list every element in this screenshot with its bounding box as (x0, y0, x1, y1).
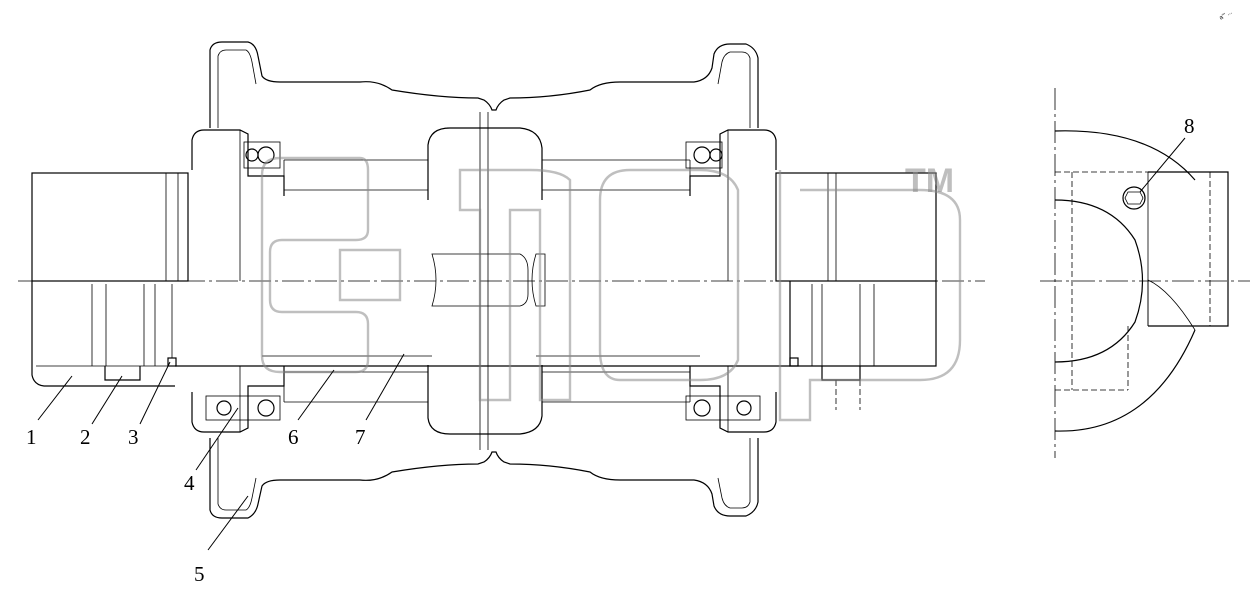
callout-labels: 1 2 3 4 5 6 7 8 (26, 114, 1195, 586)
callout-8: 8 (1184, 114, 1195, 138)
callout-4: 4 (184, 471, 195, 495)
main-section-view (18, 41, 985, 519)
watermark-trademark: TM (905, 162, 954, 200)
callout-leaders (37, 137, 1186, 551)
callout-7: 7 (355, 425, 366, 449)
shaft (175, 253, 790, 367)
callout-2: 2 (80, 425, 91, 449)
roller-body (209, 41, 759, 519)
hub-bushing (283, 127, 691, 435)
left-bearing-housing (191, 129, 285, 433)
side-view (1040, 88, 1250, 458)
corner-note: a''' ... (1219, 9, 1234, 21)
bolt-head (1122, 186, 1146, 210)
callout-5: 5 (194, 562, 205, 586)
right-end-cap (775, 172, 937, 410)
callout-1: 1 (26, 425, 37, 449)
right-bearing-housing (685, 129, 777, 433)
left-end-cap (31, 172, 262, 387)
callout-6: 6 (288, 425, 299, 449)
callout-3: 3 (128, 425, 139, 449)
watermark-logo: TM (260, 156, 962, 422)
